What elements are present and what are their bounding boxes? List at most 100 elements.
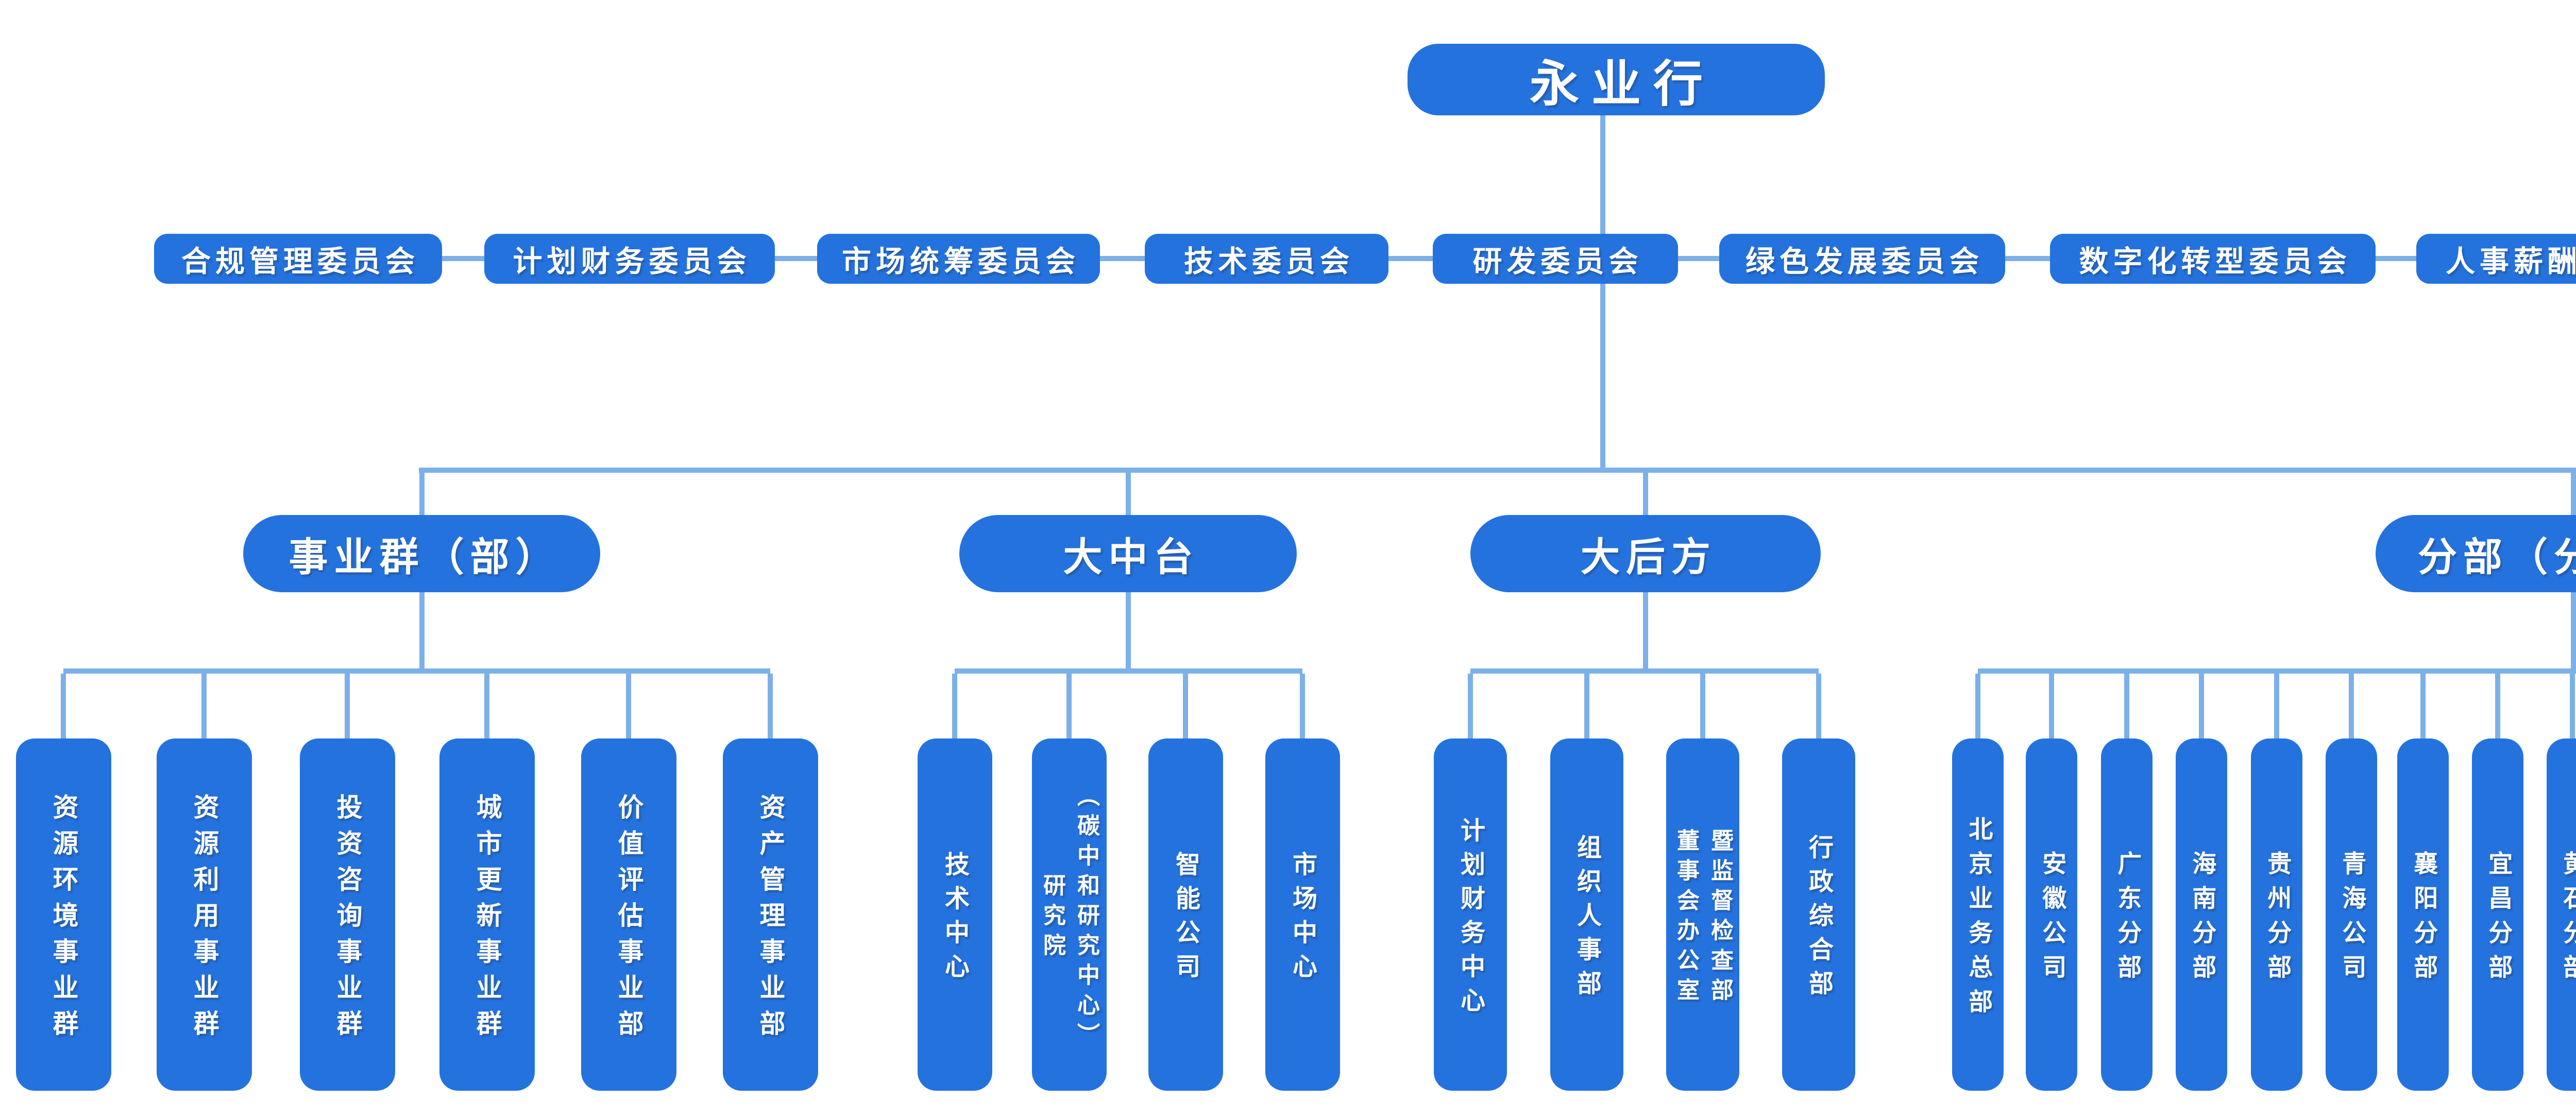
connector-group-3-child-1-drop [1468,674,1473,738]
committee-node-7-label: 数字化转型委员会 [2079,244,2351,279]
unit-node-g4-4: 海南分部 [2176,738,2227,1091]
unit-node-g1-2: 资源利用事业群 [156,738,252,1091]
connector-group-1-child-4-drop [484,674,489,738]
unit-node-g4-9-label: 黄石分部 [2558,851,2576,989]
group-pill-4-label: 分部（分公司） [2418,534,2576,580]
unit-node-g4-7-label: 襄阳分部 [2409,851,2438,989]
unit-node-g3-4-label: 行政综合部 [1804,834,1833,1004]
unit-node-g1-5: 价值评估事业部 [581,738,676,1091]
unit-node-g4-5-label: 贵州分部 [2263,851,2292,989]
unit-node-g4-2: 安徽公司 [2026,738,2077,1091]
unit-node-g2-3: 智能公司 [1148,738,1223,1091]
connector-group-3-child-4-drop [1816,674,1821,738]
connector-group-2-subline [955,668,1302,674]
unit-node-g1-3-label: 投资咨询事业群 [332,794,363,1046]
unit-node-g4-1-label: 北京业务总部 [1964,816,1993,1023]
unit-node-g4-7: 襄阳分部 [2397,738,2449,1091]
connector-group-3-drop [1643,473,1648,515]
unit-node-g4-6: 青海公司 [2326,738,2377,1091]
committee-node-8-label: 人事薪酬委员会 [2446,244,2576,279]
connector-group-4-child-8-drop [2495,674,2500,738]
connector-group-2-child-3-drop [1183,674,1188,738]
connector-group-2-child-2-drop [1066,674,1072,738]
group-pill-3-label: 大后方 [1581,534,1717,580]
unit-node-g1-1-label: 资源环境事业群 [48,794,79,1046]
unit-node-g3-2-label: 组织人事部 [1572,834,1601,1004]
committee-node-2: 计划财务委员会 [484,234,775,284]
unit-node-g4-3: 广东分部 [2101,738,2153,1091]
connector-group-4-child-6-drop [2349,674,2354,738]
connector-root-vertical [1600,115,1605,473]
unit-node-g4-8: 宜昌分部 [2472,738,2523,1091]
unit-node-g1-5-label: 价值评估事业部 [614,794,644,1046]
unit-node-g4-4-label: 海南分部 [2188,851,2216,989]
org-root-node: 永业行 [1408,44,1825,115]
unit-node-g2-4: 市场中心 [1265,738,1340,1091]
connector-group-1-stem [419,592,425,674]
unit-node-g2-2: 研究院 （碳中和研究中心） [1031,738,1107,1091]
committee-node-1: 合规管理委员会 [154,234,442,284]
unit-node-g1-3: 投资咨询事业群 [299,738,395,1091]
connector-group-1-subline [63,668,770,674]
connector-group-2-child-1-drop [952,674,957,738]
connector-group-4-subline [1978,668,2576,674]
connector-group-1-child-3-drop [345,674,350,738]
connector-group-1-child-2-drop [201,674,207,738]
connector-group-1-child-5-drop [626,674,631,738]
unit-node-g2-1-label: 技术中心 [940,851,969,987]
group-pill-4: 分部（分公司） [2376,515,2576,592]
unit-node-g3-1-label: 计划财务中心 [1456,817,1485,1021]
unit-node-g3-1: 计划财务中心 [1434,738,1507,1091]
committee-node-4: 技术委员会 [1145,234,1388,284]
committee-node-6-label: 绿色发展委员会 [1745,244,1984,279]
connector-group-3-stem [1643,592,1648,674]
connector-distribution-line [419,468,2576,473]
unit-node-g1-4-label: 城市更新事业群 [472,794,502,1046]
unit-node-g2-3-label: 智能公司 [1171,851,1200,987]
connector-group-4-child-4-drop [2199,674,2204,738]
unit-node-g3-3: 董事会办公室 暨监督检查部 [1666,738,1739,1091]
connector-group-3-child-2-drop [1584,674,1589,738]
committee-node-6: 绿色发展委员会 [1719,234,2005,284]
connector-group-4-child-9-drop [2570,674,2575,738]
unit-node-g2-1: 技术中心 [917,738,992,1091]
unit-node-g4-9: 黄石分部 [2547,738,2576,1091]
connector-group-4-drop [2571,473,2576,515]
unit-node-g4-2-label: 安徽公司 [2038,851,2066,989]
unit-node-g3-2: 组织人事部 [1550,738,1623,1091]
committee-node-2-label: 计划财务委员会 [513,244,751,279]
unit-node-g1-4: 城市更新事业群 [439,738,535,1091]
group-pill-2-label: 大中台 [1063,534,1199,580]
committee-node-8: 人事薪酬委员会 [2416,234,2576,284]
unit-node-g2-4-label: 市场中心 [1288,851,1317,987]
connector-group-4-child-1-drop [1975,674,1980,738]
unit-node-g1-1: 资源环境事业群 [15,738,111,1091]
committee-node-3: 市场统筹委员会 [817,234,1100,284]
committee-node-1-label: 合规管理委员会 [181,244,419,279]
connector-group-1-child-1-drop [61,674,66,738]
unit-node-g2-2-label: 研究院 （碳中和研究中心） [1039,784,1099,1053]
connector-group-3-subline [1470,668,1819,674]
unit-node-g4-5: 贵州分部 [2251,738,2302,1091]
committee-node-3-label: 市场统筹委员会 [842,244,1080,279]
unit-node-g1-2-label: 资源利用事业群 [189,794,219,1046]
group-pill-1-label: 事业群（部） [289,534,561,580]
unit-node-g4-1: 北京业务总部 [1952,738,2004,1091]
connector-group-4-stem [2571,592,2576,674]
unit-node-g1-6: 资产管理事业部 [722,738,818,1091]
connector-group-3-child-3-drop [1700,674,1705,738]
unit-node-g4-8-label: 宜昌分部 [2484,851,2513,989]
connector-group-4-child-7-drop [2420,674,2426,738]
org-root-node-label: 永业行 [1530,55,1715,113]
connector-group-4-child-3-drop [2124,674,2129,738]
group-pill-2: 大中台 [959,515,1297,592]
unit-node-g3-4: 行政综合部 [1782,738,1855,1091]
group-pill-1: 事业群（部） [243,515,600,592]
committee-node-4-label: 技术委员会 [1184,244,1354,279]
connector-group-2-child-4-drop [1300,674,1305,738]
committee-node-7: 数字化转型委员会 [2050,234,2376,284]
connector-group-4-child-5-drop [2274,674,2279,738]
connector-group-2-stem [1125,592,1131,674]
connector-group-4-child-2-drop [2049,674,2054,738]
